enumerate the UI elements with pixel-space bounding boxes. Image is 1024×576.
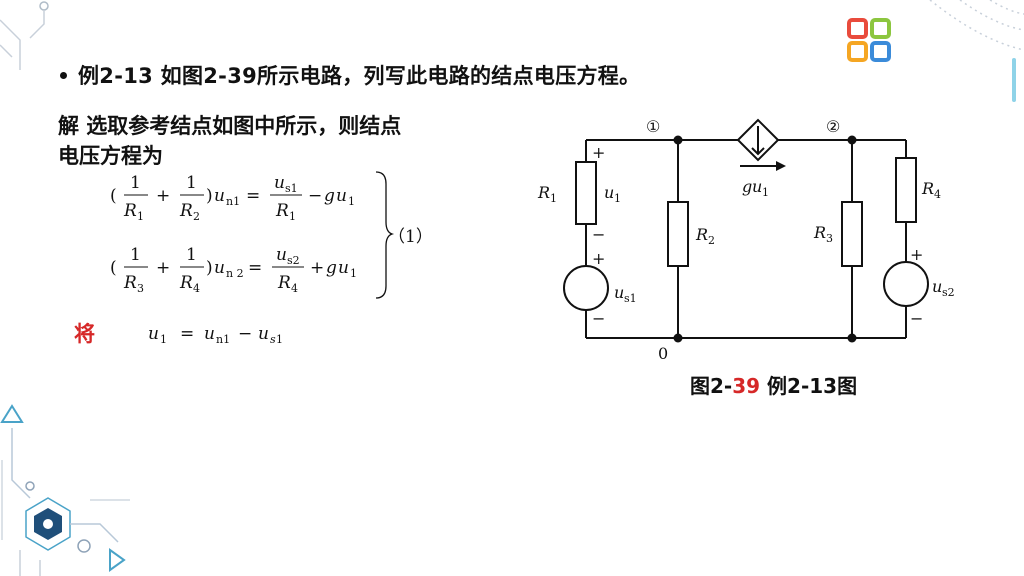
eq1-u: u xyxy=(214,186,225,206)
r3-sub: 3 xyxy=(826,232,833,245)
solution-line-1: 解 选取参考结点如图中所示，则结点 xyxy=(58,114,402,138)
sub-us-sub: 1 xyxy=(276,333,283,346)
svg-text:n 2: n 2 xyxy=(226,267,244,280)
eq1-den2-sub2: 2 xyxy=(193,210,200,223)
r1-label: R xyxy=(537,183,550,202)
eq2-rhs-Rsub: 4 xyxy=(291,282,298,295)
sub-u-sub: 1 xyxy=(160,333,167,346)
eq1-rhs-R: R xyxy=(275,201,289,221)
svg-text:−: − xyxy=(308,186,322,206)
caption-prefix: 图2- xyxy=(690,374,733,398)
u1-plus: + xyxy=(592,143,605,162)
eq1-g: g xyxy=(324,186,335,206)
us1-minus: − xyxy=(592,309,605,328)
svg-text:+: + xyxy=(156,258,170,278)
equation-number: （1） xyxy=(388,227,433,247)
app-logo-icon xyxy=(847,18,891,62)
sub-u: u xyxy=(148,324,159,344)
circuit-diagram: ① ② 0 + − + − + − R 1 u 1 u s1 R 2 R 3 R… xyxy=(537,117,955,363)
r2-label: R xyxy=(695,225,708,244)
eq1-rhs-sub: s1 xyxy=(285,182,298,195)
solution-line-2: 电压方程为 xyxy=(58,144,163,168)
r3-label: R xyxy=(813,223,826,242)
eq2-rhs-R: R xyxy=(277,273,291,293)
svg-text:=: = xyxy=(180,324,194,344)
r2-sub: 2 xyxy=(708,234,715,247)
us2-plus: + xyxy=(910,245,923,264)
node-2-label: ② xyxy=(826,117,840,136)
eq2-den2-R: R xyxy=(179,273,193,293)
svg-text:=: = xyxy=(246,186,260,206)
svg-text:+: + xyxy=(310,258,324,278)
eq1-gu-sub: 1 xyxy=(348,195,355,208)
sub-un: u xyxy=(204,324,215,344)
substitute-label: 将 xyxy=(74,322,95,346)
side-bar-decoration xyxy=(1012,58,1016,102)
eq2-den-R: R xyxy=(123,273,137,293)
eq2-rhs-u: u xyxy=(276,245,287,265)
us2-label: u xyxy=(932,277,942,296)
eq2-g: g xyxy=(326,258,337,278)
bullet-dot xyxy=(60,72,67,79)
sub-us: u xyxy=(258,324,269,344)
eq2-num-1: 1 xyxy=(130,245,141,265)
eq1-den-sub1: 1 xyxy=(137,210,144,223)
eq1-gu: u xyxy=(336,186,347,206)
eq2-den-sub3: 3 xyxy=(137,282,144,295)
eq1-den2-R: R xyxy=(179,201,193,221)
eq2-u: u xyxy=(214,258,225,278)
node-voltage-equations: ( 1 R 1 + 1 R 2 ) u n1 = u s1 R 1 − g u … xyxy=(110,171,395,346)
us1-label: u xyxy=(614,283,624,302)
svg-text:n1: n1 xyxy=(216,333,230,346)
svg-text:s: s xyxy=(270,333,276,346)
dotted-arc-decoration xyxy=(929,0,1024,51)
gu1-sub: 1 xyxy=(762,186,769,199)
eq1-rhs-Rsub: 1 xyxy=(289,210,296,223)
eq1-num-1: 1 xyxy=(130,173,141,193)
svg-text:(: ( xyxy=(110,258,117,278)
us1-plus: + xyxy=(592,249,605,268)
eq2-rhs-sub: s2 xyxy=(287,254,300,267)
r4-label: R xyxy=(921,179,934,198)
us2-sub: s2 xyxy=(942,286,955,299)
svg-text:+: + xyxy=(156,186,170,206)
gu1-u: u xyxy=(752,177,762,196)
eq2-gu: u xyxy=(338,258,349,278)
eq1-num-2: 1 xyxy=(186,173,197,193)
us2-minus: − xyxy=(910,309,923,328)
node-0-label: 0 xyxy=(658,344,668,363)
example-heading: 例2-13 如图2-39所示电路，列写此电路的结点电压方程。 xyxy=(78,64,641,88)
r4-sub: 4 xyxy=(934,188,941,201)
us1-sub: s1 xyxy=(624,292,637,305)
u1-sub: 1 xyxy=(614,192,621,205)
gu1-g: g xyxy=(742,177,752,196)
caption-number: 39 xyxy=(732,374,761,398)
svg-text:=: = xyxy=(248,258,262,278)
caption-suffix: 例2-13图 xyxy=(760,374,858,398)
node-1-label: ① xyxy=(646,117,660,136)
eq1-rhs-u: u xyxy=(274,173,285,193)
svg-text:): ) xyxy=(206,186,213,206)
svg-text:(: ( xyxy=(110,186,117,206)
circuit-decoration-top-left xyxy=(0,1,49,70)
figure-caption: 图2-39 例2-13图 xyxy=(690,370,857,399)
u1-minus: − xyxy=(592,225,605,244)
eq2-den2-sub4: 4 xyxy=(193,282,200,295)
svg-text:): ) xyxy=(206,258,213,278)
r1-sub: 1 xyxy=(550,192,557,205)
svg-text:−: − xyxy=(238,324,252,344)
u1-label: u xyxy=(604,183,614,202)
eq2-num-2: 1 xyxy=(186,245,197,265)
eq1-den-R: R xyxy=(123,201,137,221)
circuit-decoration-bottom-left xyxy=(0,404,130,576)
svg-text:n1: n1 xyxy=(226,195,240,208)
eq2-gu-sub: 1 xyxy=(350,267,357,280)
